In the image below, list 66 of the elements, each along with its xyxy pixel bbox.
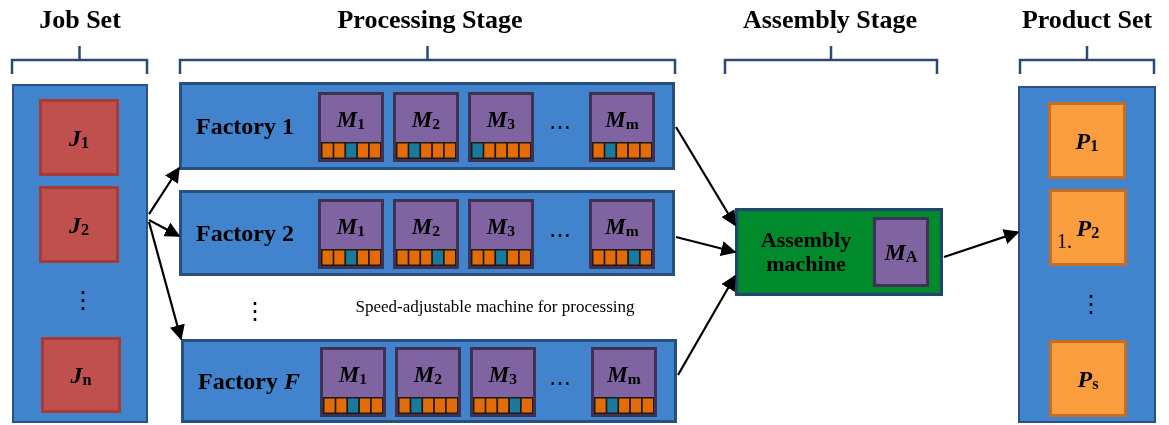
machine-box — [589, 92, 655, 162]
job-label: J$_{1}$ — [67, 124, 91, 151]
stage-heading: Assembly Stage — [741, 4, 919, 36]
machine-label: M$_{2}$ — [412, 362, 444, 388]
arrow — [675, 126, 736, 227]
machine-label: M$_{1}$ — [335, 214, 367, 240]
machine-box — [318, 199, 384, 269]
ellipsis: ⋯ — [548, 221, 572, 249]
arrow — [675, 235, 737, 257]
machine-box — [393, 92, 459, 162]
machine-label: M$_{m}$ — [604, 214, 640, 240]
product-box — [1049, 340, 1127, 417]
machine-box — [470, 347, 536, 417]
arrow — [677, 274, 736, 376]
machine-box — [395, 347, 461, 417]
machine-box — [591, 347, 657, 417]
machine-label: M$_{m}$ — [604, 107, 640, 133]
machine-label: M$_{3}$ — [485, 214, 517, 240]
job-label: J$_{2}$ — [67, 211, 91, 238]
note-text: Speed-adjustable machine for processing — [354, 296, 636, 318]
factory-label: Factory F — [198, 367, 300, 395]
assembly-label: Assembly machine — [759, 227, 853, 277]
machine-label: M$_{1}$ — [337, 362, 369, 388]
job-box — [39, 186, 119, 263]
job-box — [39, 99, 119, 176]
set-panel — [12, 84, 148, 423]
product-label: P$_{s}$ — [1076, 365, 1100, 392]
machine-label: M$_{3}$ — [485, 107, 517, 133]
machine-box — [393, 199, 459, 269]
stray-mark: 1. — [1057, 230, 1072, 253]
ellipsis: ⋮ — [1078, 290, 1104, 319]
arrow — [148, 166, 180, 215]
product-box — [1048, 102, 1126, 179]
machine-label: M$_{m}$ — [606, 362, 642, 388]
machine-box — [589, 199, 655, 269]
machine-box — [468, 92, 534, 162]
ellipsis: ⋯ — [548, 369, 572, 397]
factory-label: Factory 2 — [196, 219, 294, 247]
factory-box — [181, 339, 677, 423]
ellipsis: ⋮ — [242, 297, 268, 326]
ellipsis: ⋮ — [70, 286, 96, 315]
product-label: P$_{1}$ — [1074, 127, 1100, 154]
set-panel — [1018, 86, 1156, 423]
job-box — [41, 337, 121, 413]
machine-box — [468, 199, 534, 269]
stage-heading: Product Set — [1020, 4, 1154, 36]
machine-box — [318, 92, 384, 162]
job-label: J$_{n}$ — [69, 361, 93, 389]
machine-label: M$_{A}$ — [883, 238, 919, 266]
machine-label: M$_{2}$ — [410, 107, 442, 133]
factory-box — [179, 82, 675, 170]
stage-heading: Processing Stage — [336, 4, 524, 36]
machine-label: M$_{1}$ — [335, 107, 367, 133]
product-box — [1049, 189, 1127, 266]
arrow — [148, 218, 181, 237]
arrow — [943, 229, 1020, 259]
factory-label: Factory 1 — [196, 112, 294, 140]
factory-box — [179, 190, 675, 276]
assembly-box — [735, 208, 943, 296]
machine-label: M$_{2}$ — [410, 214, 442, 240]
machine-label: M$_{3}$ — [487, 362, 519, 388]
machine-box — [873, 217, 929, 287]
stage-heading: Job Set — [38, 4, 122, 36]
ellipsis: ⋯ — [548, 113, 572, 141]
machine-box — [320, 347, 386, 417]
arrow — [147, 221, 185, 341]
